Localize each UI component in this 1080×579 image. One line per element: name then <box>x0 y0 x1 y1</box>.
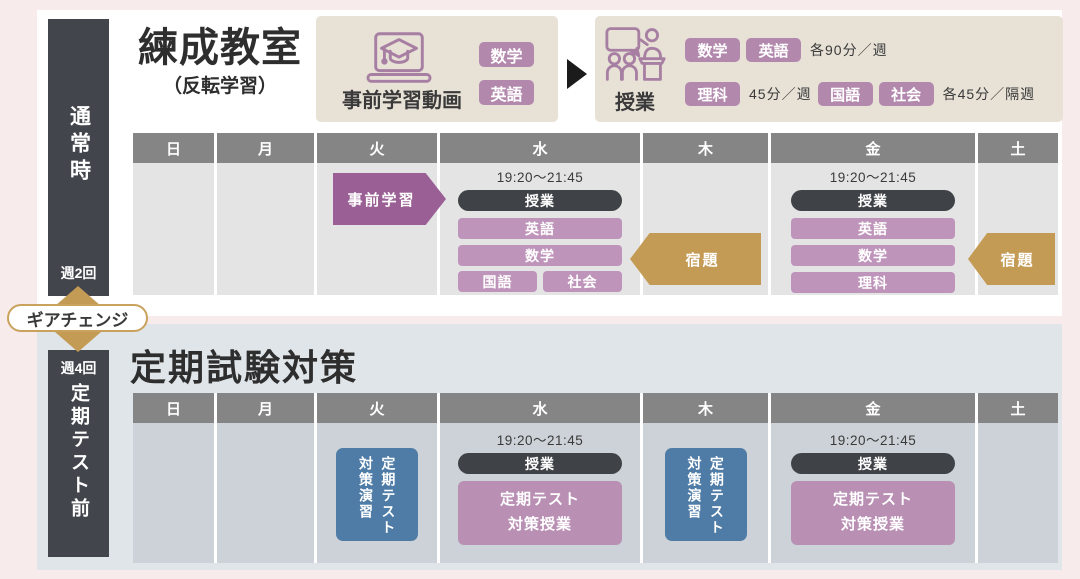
gear-change-badge: ギアチェンジ <box>7 304 148 332</box>
test-frequency-label: 週4回 <box>60 360 97 376</box>
cell-wed: 19:20〜21:45 授業 英語 数学 国語 社会 <box>440 163 643 295</box>
calendar-body-row: 19:20〜21:45 授業 英語 数学 国語 社会 19:20〜21:45 授… <box>133 163 1058 295</box>
normal-side-bar: 通常時 週2回 <box>48 19 109 296</box>
duration-note-45-biweekly: 各45分／隔週 <box>942 86 1036 102</box>
subject-badge-english: 英語 <box>479 80 534 105</box>
duration-note-45: 45分／週 <box>749 86 812 102</box>
day-header-sun: 日 <box>133 133 217 163</box>
cell-sun <box>133 423 217 563</box>
classroom-icon <box>605 24 667 84</box>
cell-fri: 19:20〜21:45 授業 定期テスト 対策授業 <box>771 423 978 563</box>
class-row-weekly90: 数学 英語 各90分／週 <box>685 38 1035 62</box>
cell-sun <box>133 163 217 295</box>
subject-pill-math: 数学 <box>458 245 622 266</box>
day-header-thu: 木 <box>643 133 771 163</box>
calendar-body-row: 定期テスト 対策演習 19:20〜21:45 授業 定期テスト 対策授業 定期テ… <box>133 423 1058 563</box>
day-header-tue: 火 <box>317 393 440 423</box>
day-header-wed: 水 <box>440 133 643 163</box>
calendar-header-row: 日 月 火 水 木 金 土 <box>133 133 1058 163</box>
test-lesson-box: 定期テスト 対策授業 <box>458 481 622 545</box>
calendar-header-row: 日 月 火 水 木 金 土 <box>133 393 1058 423</box>
cell-wed: 19:20〜21:45 授業 定期テスト 対策授業 <box>440 423 643 563</box>
cell-fri: 19:20〜21:45 授業 英語 数学 理科 <box>771 163 978 295</box>
flow-right-arrow-icon <box>567 59 587 89</box>
day-header-sat: 土 <box>978 393 1058 423</box>
subject-badge-science: 理科 <box>685 82 740 106</box>
test-practice-label: 定期テスト 対策演習 <box>358 456 397 536</box>
subject-pill-english: 英語 <box>458 218 622 239</box>
subject-pill-science: 理科 <box>791 272 955 293</box>
prestudy-video-badges: 数学 英語 <box>479 42 534 105</box>
cell-mon <box>217 423 317 563</box>
day-header-wed: 水 <box>440 393 643 423</box>
subject-badge-english: 英語 <box>746 38 801 62</box>
day-header-sun: 日 <box>133 393 217 423</box>
day-header-fri: 金 <box>771 393 978 423</box>
subject-pill-japanese: 国語 <box>458 271 537 292</box>
homework-arrow-thu: 宿題 <box>630 233 761 285</box>
homework-arrow-sat: 宿題 <box>968 233 1055 285</box>
class-time: 19:20〜21:45 <box>496 170 584 185</box>
class-box-label: 授業 <box>615 92 655 114</box>
class-time: 19:20〜21:45 <box>829 170 917 185</box>
cell-thu: 定期テスト 対策演習 <box>643 423 771 563</box>
day-header-mon: 月 <box>217 133 317 163</box>
class-subject-rows: 数学 英語 各90分／週 理科 45分／週 国語 社会 各45分／隔週 <box>685 38 1035 106</box>
page-title: 練成教室 <box>138 26 302 70</box>
subject-pill-social: 社会 <box>543 271 622 292</box>
day-header-mon: 月 <box>217 393 317 423</box>
test-lesson-label: 定期テスト 対策授業 <box>499 491 580 533</box>
test-lesson-label: 定期テスト 対策授業 <box>832 491 913 533</box>
class-pill: 授業 <box>791 453 955 474</box>
test-week-calendar: 日 月 火 水 木 金 土 定期テスト 対策演習 19:20〜21:45 授業 … <box>133 393 1058 563</box>
page-subtitle: （反転学習） <box>162 75 277 97</box>
duration-note-90: 各90分／週 <box>810 42 888 58</box>
subject-badge-math: 数学 <box>479 42 534 67</box>
class-pill: 授業 <box>458 453 622 474</box>
normal-frequency-label: 週2回 <box>60 265 97 281</box>
normal-side-label: 通常時 <box>67 105 91 186</box>
day-header-fri: 金 <box>771 133 978 163</box>
test-practice-label: 定期テスト 対策演習 <box>686 456 725 536</box>
subject-pill-row: 国語 社会 <box>458 271 622 292</box>
test-practice-box: 定期テスト 対策演習 <box>664 448 747 541</box>
subject-badge-japanese: 国語 <box>817 82 873 106</box>
subject-badge-social: 社会 <box>878 82 934 106</box>
test-side-label: 定期テスト前 <box>68 383 89 521</box>
cell-sat <box>978 423 1058 563</box>
subject-pill-english: 英語 <box>791 218 955 239</box>
laptop-graduation-icon <box>366 31 432 85</box>
normal-title-block: 練成教室 （反転学習） <box>126 26 314 98</box>
normal-week-calendar: 日 月 火 水 木 金 土 19:20〜21:45 授業 英語 数学 国語 社会 <box>133 133 1058 295</box>
subject-pill-math: 数学 <box>791 245 955 266</box>
subject-badge-math: 数学 <box>685 38 740 62</box>
prestudy-video-box: 事前学習動画 数学 英語 <box>316 16 558 122</box>
day-header-tue: 火 <box>317 133 440 163</box>
class-pill: 授業 <box>458 190 622 211</box>
prestudy-video-label: 事前学習動画 <box>342 90 462 112</box>
class-box: 授業 数学 英語 各90分／週 理科 45分／週 国語 社会 各45分／隔週 <box>595 16 1063 122</box>
class-time: 19:20〜21:45 <box>829 433 917 448</box>
cell-mon <box>217 163 317 295</box>
class-time: 19:20〜21:45 <box>496 433 584 448</box>
test-lesson-box: 定期テスト 対策授業 <box>791 481 955 545</box>
cell-tue: 定期テスト 対策演習 <box>317 423 440 563</box>
prestudy-arrow: 事前学習 <box>333 173 446 225</box>
test-practice-box: 定期テスト 対策演習 <box>336 448 418 541</box>
test-section-title: 定期試験対策 <box>130 347 359 388</box>
test-side-bar: 週4回 定期テスト前 <box>48 350 109 557</box>
day-header-thu: 木 <box>643 393 771 423</box>
day-header-sat: 土 <box>978 133 1058 163</box>
class-pill: 授業 <box>791 190 955 211</box>
class-row-weekly45: 理科 45分／週 国語 社会 各45分／隔週 <box>685 82 1035 106</box>
